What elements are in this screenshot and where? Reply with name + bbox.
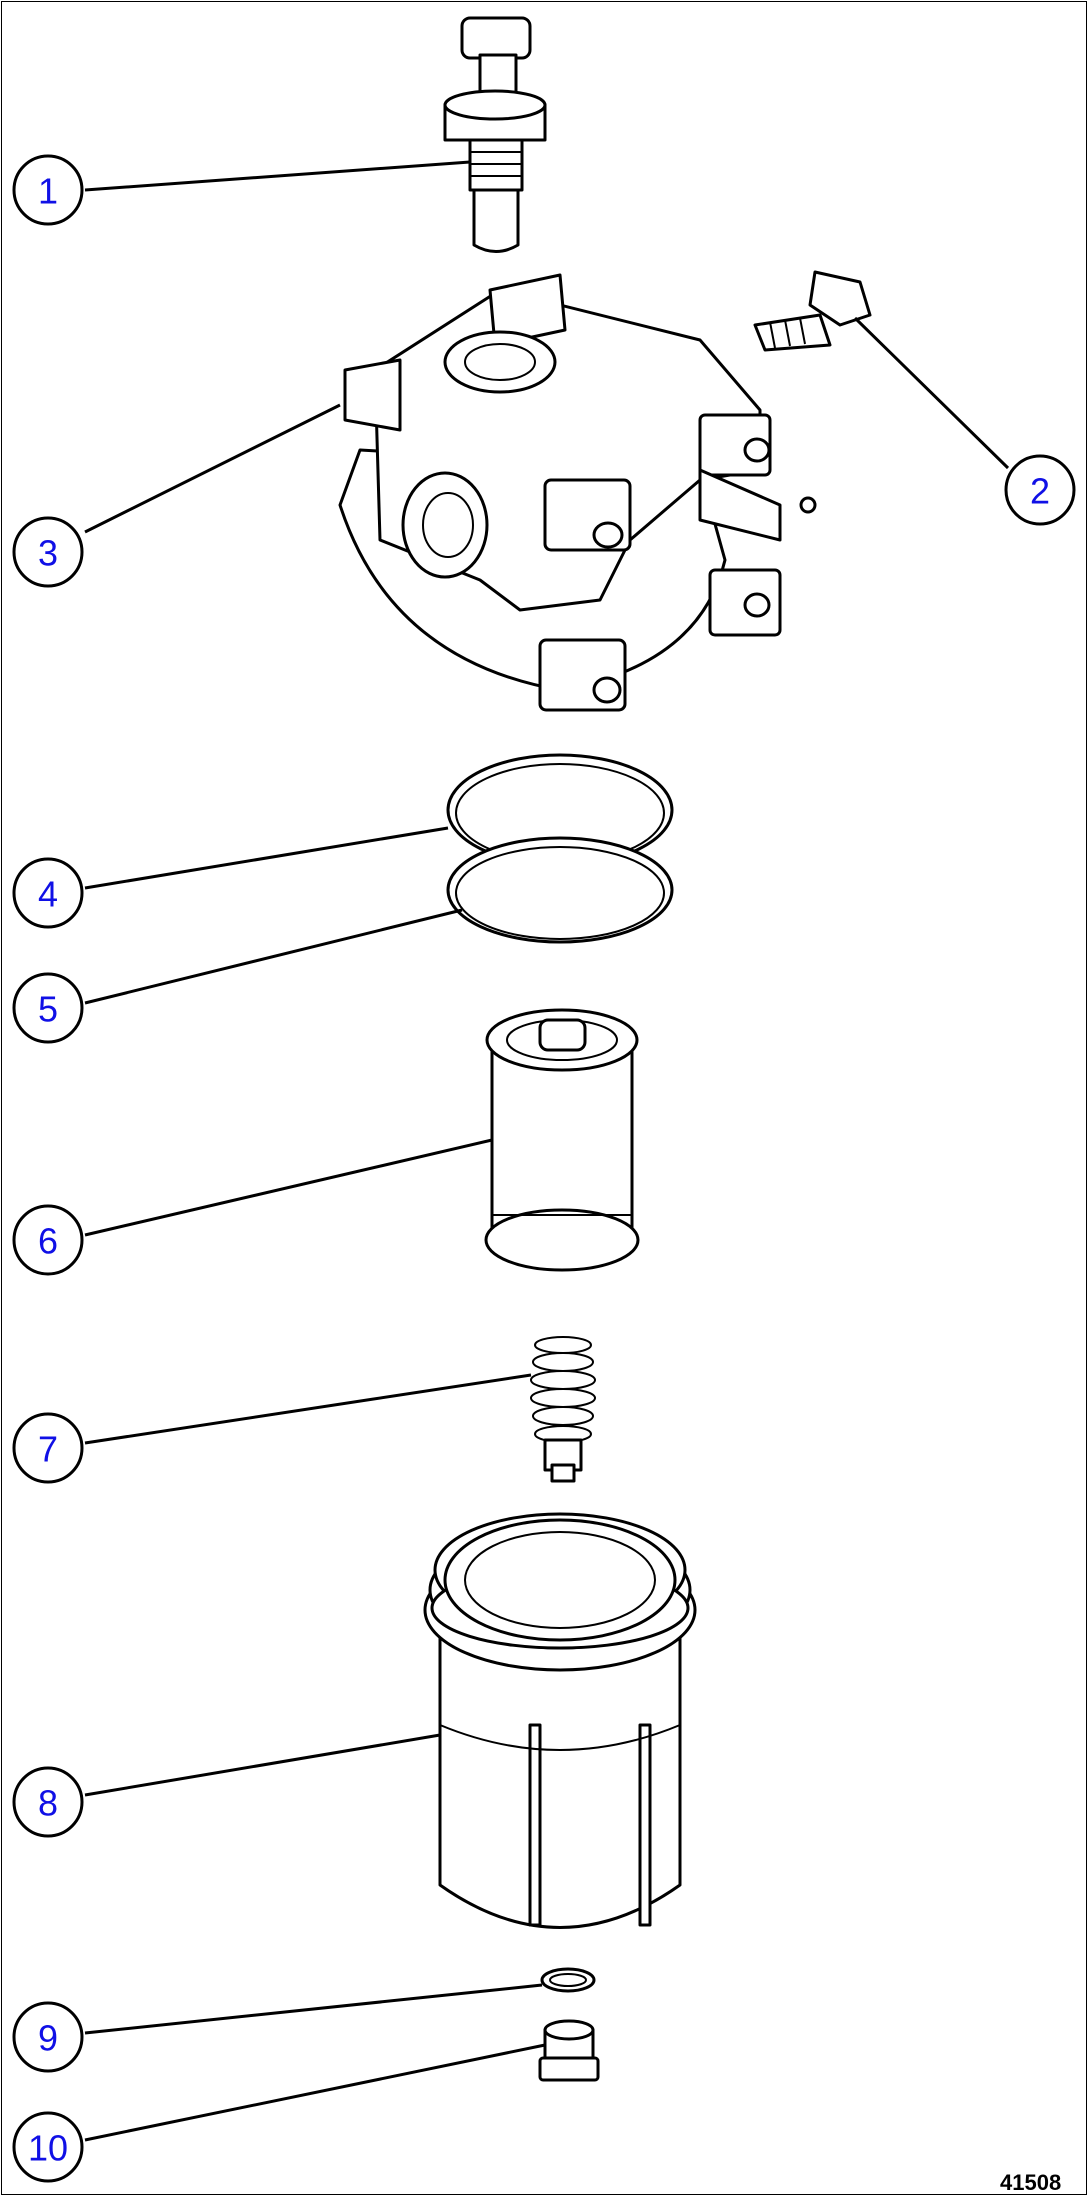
part-2-fitting [753,270,872,352]
callout-1-label: 1 [38,171,58,212]
callout-7: 7 [12,1412,84,1484]
part-5-o-ring [446,836,674,944]
callout-9: 9 [12,2001,84,2073]
callout-7-label: 7 [38,1429,58,1470]
callout-10: 10 [12,2111,84,2183]
callout-4-label: 4 [38,874,58,915]
callout-6-label: 6 [38,1221,58,1262]
callout-4: 4 [12,857,84,929]
leader-9 [84,1983,543,2035]
part-6-filter-element [484,1008,640,1272]
callout-3-label: 3 [38,533,58,574]
callout-8-label: 8 [38,1783,58,1824]
leader-6 [84,1138,493,1237]
leader-1 [84,160,471,192]
callout-5: 5 [12,972,84,1044]
part-1-air-bleed-plug [443,16,547,253]
callout-3: 3 [12,516,84,588]
callout-1: 1 [12,154,84,226]
part-10-drain-plug [538,2019,600,2082]
leader-4 [84,826,449,890]
part-3-filter-head [338,273,817,712]
callout-5-label: 5 [38,989,58,1030]
leader-8 [84,1733,441,1797]
leader-5 [84,908,463,1005]
callout-9-label: 9 [38,2018,58,2059]
leader-10 [84,2043,546,2142]
callout-10-label: 10 [28,2128,68,2169]
callout-2: 2 [1004,454,1076,526]
part-7-spring [530,1336,596,1483]
leader-2 [853,316,1010,470]
leader-7 [84,1373,532,1445]
callout-2-label: 2 [1030,471,1050,512]
part-9-o-ring [540,1967,596,1993]
part-8-filter-bowl [423,1512,697,1929]
leader-3 [84,403,341,534]
callout-6: 6 [12,1204,84,1276]
callout-8: 8 [12,1766,84,1838]
figure-code: 41508 [1000,2170,1061,2195]
